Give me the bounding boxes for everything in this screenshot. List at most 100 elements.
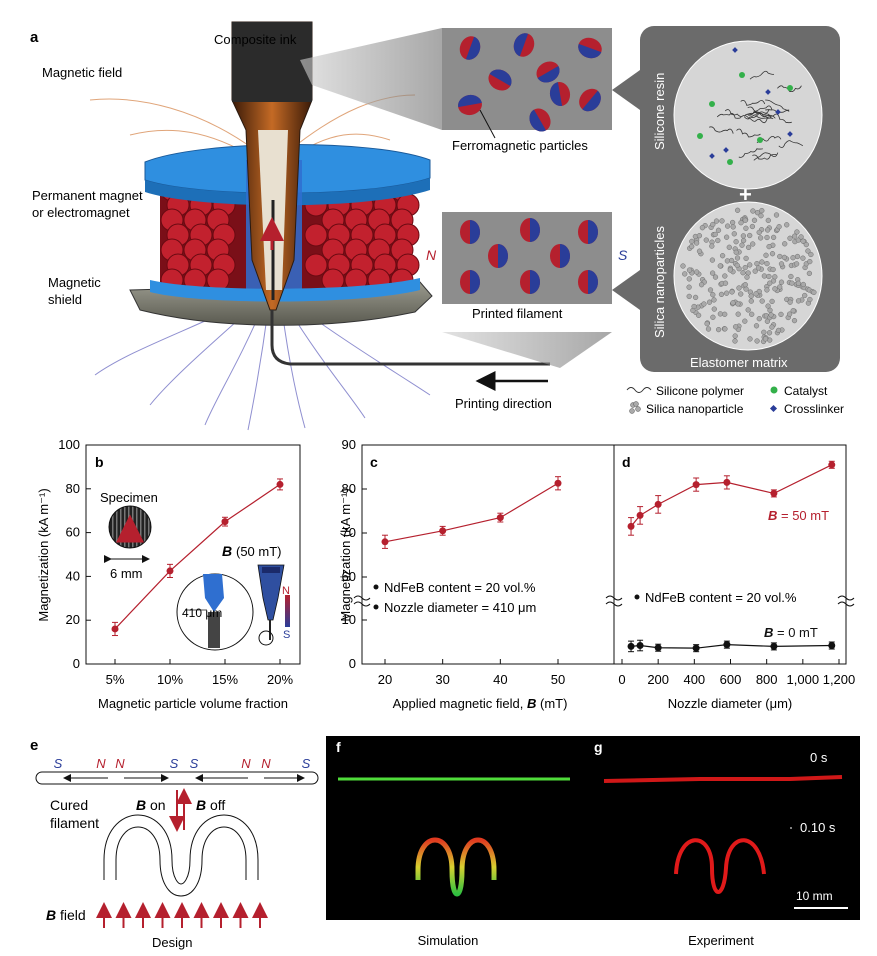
- b-field-symbol: B: [222, 543, 232, 559]
- y-tick-label: 60: [66, 525, 80, 540]
- catalyst-label: Catalyst: [784, 384, 828, 398]
- chart-b-frame: [85, 444, 301, 665]
- x-tick-label: 200: [647, 672, 669, 687]
- aligned-particle: [578, 270, 598, 294]
- data-point: [692, 644, 700, 652]
- particle: [488, 69, 512, 91]
- particle: [513, 33, 535, 57]
- chart-d-xlabel: Nozzle diameter (μm): [668, 696, 793, 711]
- nozzle-s-label: S: [283, 629, 290, 641]
- data-point: [276, 480, 284, 488]
- silicone-polymer-icon: [626, 387, 652, 393]
- chart-b-ylabel: Magnetization (kA m⁻¹): [36, 488, 51, 621]
- b-on-label: on: [150, 797, 166, 813]
- b-on-symbol: B: [136, 797, 146, 813]
- b-off-symbol: B: [196, 797, 206, 813]
- experiment-caption: Experiment: [688, 933, 754, 948]
- y-tick-label: 60: [342, 569, 356, 584]
- chart-d-letter: d: [622, 454, 631, 470]
- y-tick-label: 80: [66, 481, 80, 496]
- data-point: [692, 481, 700, 489]
- data-point: [439, 527, 447, 535]
- aligned-particle: [520, 270, 540, 294]
- particle: [459, 36, 481, 60]
- data-point: [111, 625, 119, 633]
- pole-s-label: S: [618, 247, 628, 263]
- x-tick-label: 15%: [212, 672, 238, 687]
- time-0-label: 0 s: [810, 750, 828, 765]
- catalyst-icon: [770, 386, 778, 394]
- pole-n-label: N: [426, 247, 437, 263]
- b-field-symbol-e: B: [46, 907, 56, 923]
- chart-b-xlabel: Magnetic particle volume fraction: [98, 696, 288, 711]
- b-off-label: off: [210, 797, 225, 813]
- data-point: [221, 518, 229, 526]
- data-point: [654, 500, 662, 508]
- silicone-polymer-chains: [697, 47, 804, 165]
- particle: [529, 108, 551, 132]
- panel-g-letter: g: [594, 739, 603, 755]
- plus-sign: +: [739, 182, 752, 207]
- specimen-label: Specimen: [100, 490, 158, 505]
- data-point: [770, 489, 778, 497]
- y-tick-label: 0: [349, 656, 356, 671]
- data-point: [636, 642, 644, 650]
- printing-direction-label: Printing direction: [455, 396, 552, 411]
- ferromagnetic-particles-label: Ferromagnetic particles: [452, 138, 588, 153]
- data-point: [723, 478, 731, 486]
- silicone-polymer-label: Silicone polymer: [656, 384, 744, 398]
- data-point: [166, 567, 174, 575]
- crosslinker-icon: [769, 404, 778, 413]
- chart-d-note-1: NdFeB content = 20 vol.%: [645, 590, 797, 605]
- pole-label: N: [241, 756, 251, 771]
- particle: [578, 37, 602, 59]
- cured-filament-label-2: filament: [50, 815, 99, 831]
- aligned-particles: [460, 218, 598, 294]
- silica-nanoparticles-label: Silica nanoparticles: [652, 225, 667, 338]
- nozzle-diameter-label: 410 μm: [182, 606, 222, 620]
- series-50mt-label: B = 50 mT: [768, 508, 829, 523]
- pole-label: N: [115, 756, 125, 771]
- magnetic-shield-label-1: Magnetic: [48, 275, 101, 290]
- silica-nanoparticle-label: Silica nanoparticle: [646, 402, 744, 416]
- data-point: [627, 642, 635, 650]
- b-field-arrows: [96, 902, 268, 928]
- experiment-m-shape: [674, 838, 766, 894]
- composite-ink-label: Composite ink: [214, 32, 297, 47]
- series-line: [114, 483, 281, 630]
- aligned-particle: [550, 244, 570, 268]
- ferromagnetic-particles: [458, 33, 602, 132]
- permanent-magnet-label-1: Permanent magnet: [32, 188, 143, 203]
- aligned-particle: [460, 220, 480, 244]
- time-1-label: 0.10 s: [800, 820, 836, 835]
- y-tick-label: 20: [66, 612, 80, 627]
- panel-a: a: [30, 21, 844, 431]
- b-field-label: field: [60, 907, 86, 923]
- specimen-width-label: 6 mm: [110, 566, 143, 581]
- y-tick-label: 90: [342, 437, 356, 452]
- data-point: [654, 644, 662, 652]
- chart-c-note-2: Nozzle diameter = 410 μm: [384, 600, 536, 615]
- y-tick-label: 80: [342, 481, 356, 496]
- particle: [536, 61, 560, 83]
- y-tick-label: 40: [66, 568, 80, 583]
- permanent-magnet-label-2: or electromagnet: [32, 205, 130, 220]
- chart-c-frame: [361, 444, 615, 665]
- aligned-particle: [488, 244, 508, 268]
- b-field-value: (50 mT): [236, 544, 282, 559]
- particle: [458, 94, 482, 116]
- aligned-particle: [578, 220, 598, 244]
- x-tick-label: 50: [551, 672, 565, 687]
- silica-nanoparticle-icon: [629, 401, 641, 414]
- data-point: [636, 511, 644, 519]
- cured-filament-bar: [35, 771, 319, 785]
- panel-f-letter: f: [336, 739, 341, 755]
- nozzle-n-label: N: [282, 585, 290, 597]
- aligned-particle: [460, 270, 480, 294]
- panel-g: g 0 s 0.10 s 10 mm Experiment: [584, 736, 860, 948]
